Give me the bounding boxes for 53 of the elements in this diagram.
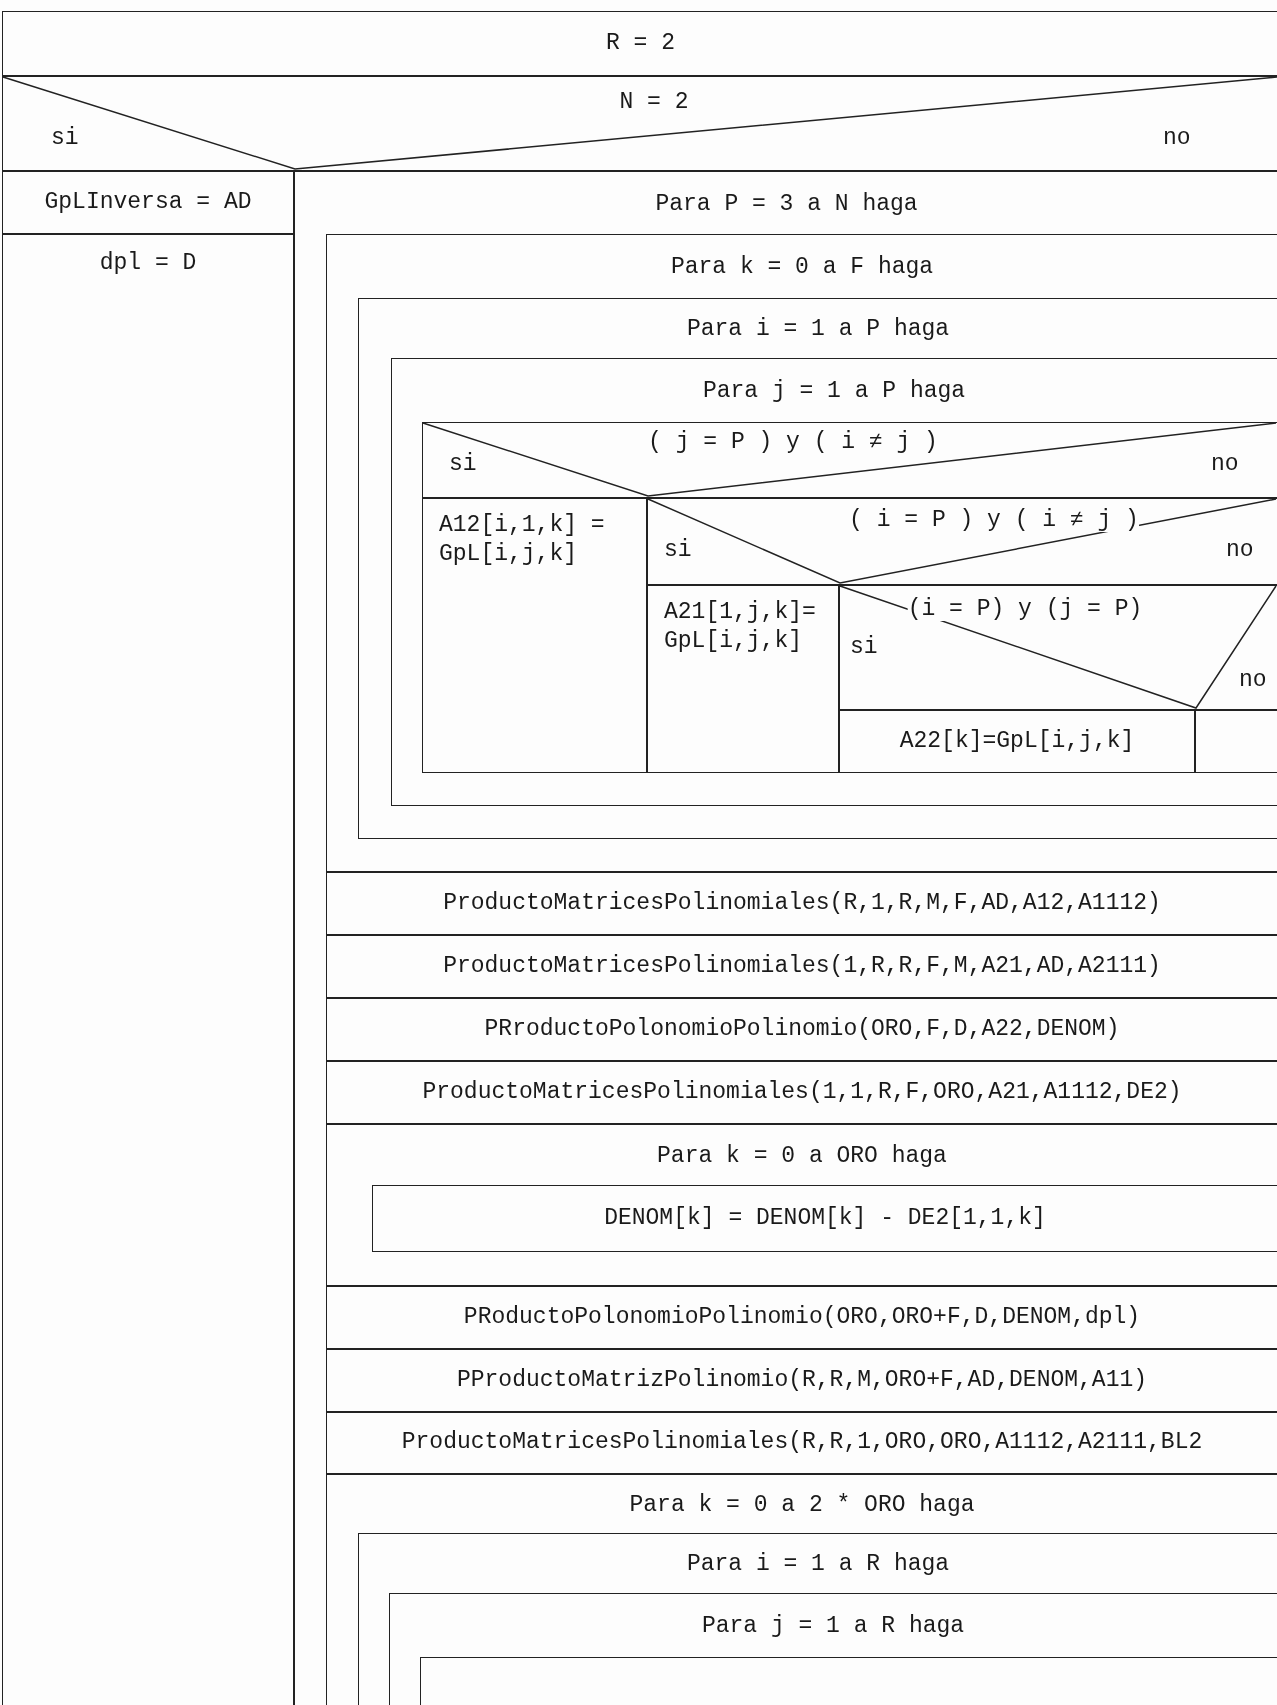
loop-box — [358, 298, 1277, 839]
statement-text: R = 2 — [605, 29, 676, 58]
branch-label: no — [1163, 127, 1191, 150]
branch-label: no — [1226, 539, 1254, 562]
statement-text: PRroductoPolonomioPolinomio(ORO,F,D,A22,DENOM) — [483, 1014, 1121, 1044]
process-box — [839, 710, 1195, 773]
process-box — [325, 1411, 1277, 1474]
branch-label: si — [664, 539, 692, 562]
branch-label: no — [1211, 453, 1239, 476]
loop-box — [294, 171, 1277, 1705]
loop-header-text: Para P = 3 a N haga — [654, 189, 919, 219]
process-box — [422, 498, 647, 773]
process-box — [325, 1285, 1277, 1349]
process-box — [372, 1185, 1277, 1252]
statement-text: ProductoMatricesPolinomiales(R,1,R,M,F,AD,A12,A1112) — [442, 888, 1162, 918]
loop-box — [325, 233, 1277, 872]
process-box — [2, 234, 294, 1705]
loop-header-text: Para k = 0 a F haga — [669, 253, 935, 282]
loop-box — [358, 1533, 1277, 1705]
statement-text: A22[k]=GpL[i,j,k] — [898, 727, 1136, 756]
process-box — [325, 997, 1277, 1061]
process-box — [325, 1060, 1277, 1124]
process-box — [647, 585, 839, 773]
process-box — [2, 11, 1277, 76]
statement-text: A21[1,j,k]= GpL[i,j,k] — [664, 598, 817, 656]
statement-text: ProductoMatricesPolinomiales(1,1,R,F,ORO,A21,A1112,DE2) — [421, 1077, 1183, 1107]
process-box — [325, 934, 1277, 998]
loop-header-text: Para k = 0 a ORO haga — [656, 1141, 948, 1171]
loop-box — [325, 1123, 1277, 1286]
branch-label: si — [51, 127, 79, 150]
statement-text: DENOM[k] = DENOM[k] - DE2[1,1,k] — [603, 1204, 1047, 1233]
loop-header-text: Para i = 1 a P haga — [685, 315, 951, 344]
loop-header-text: Para k = 0 a 2 * ORO haga — [628, 1490, 976, 1520]
statement-text: dpl = D — [98, 249, 198, 278]
branch-label: no — [1239, 669, 1267, 692]
process-box — [325, 871, 1277, 935]
loop-box — [325, 1473, 1277, 1705]
statement-text: ProductoMatricesPolinomiales(R,R,1,ORO,ORO,A1112,A2111,BL2 — [400, 1428, 1204, 1457]
loop-header-text: Para i = 1 a R haga — [685, 1550, 951, 1579]
branch-label: si — [449, 453, 477, 476]
statement-text: PRoductoPolonomioPolinomio(ORO,ORO+F,D,DENOM,dpl) — [462, 1302, 1142, 1332]
loop-header-text: Para j = 1 a P haga — [701, 377, 967, 406]
condition-text: ( i = P ) y ( i ≠ j ) — [849, 509, 1139, 532]
statement-text: PProductoMatrizPolinomio(R,R,M,ORO+F,AD,DENOM,A11) — [455, 1365, 1149, 1395]
loop-box — [388, 1592, 1277, 1705]
statement-text: GpLInversa = AD — [43, 188, 253, 217]
statement-text: A12[i,1,k] = GpL[i,j,k] — [439, 511, 606, 569]
loop-box — [390, 357, 1277, 806]
loop-header-text: Para j = 1 a R haga — [700, 1612, 966, 1641]
branch-label: si — [850, 636, 878, 659]
process-box — [325, 1348, 1277, 1412]
statement-text: ProductoMatricesPolinomiales(1,R,R,F,M,A21,AD,A2111) — [442, 951, 1162, 981]
process-box — [2, 171, 294, 234]
